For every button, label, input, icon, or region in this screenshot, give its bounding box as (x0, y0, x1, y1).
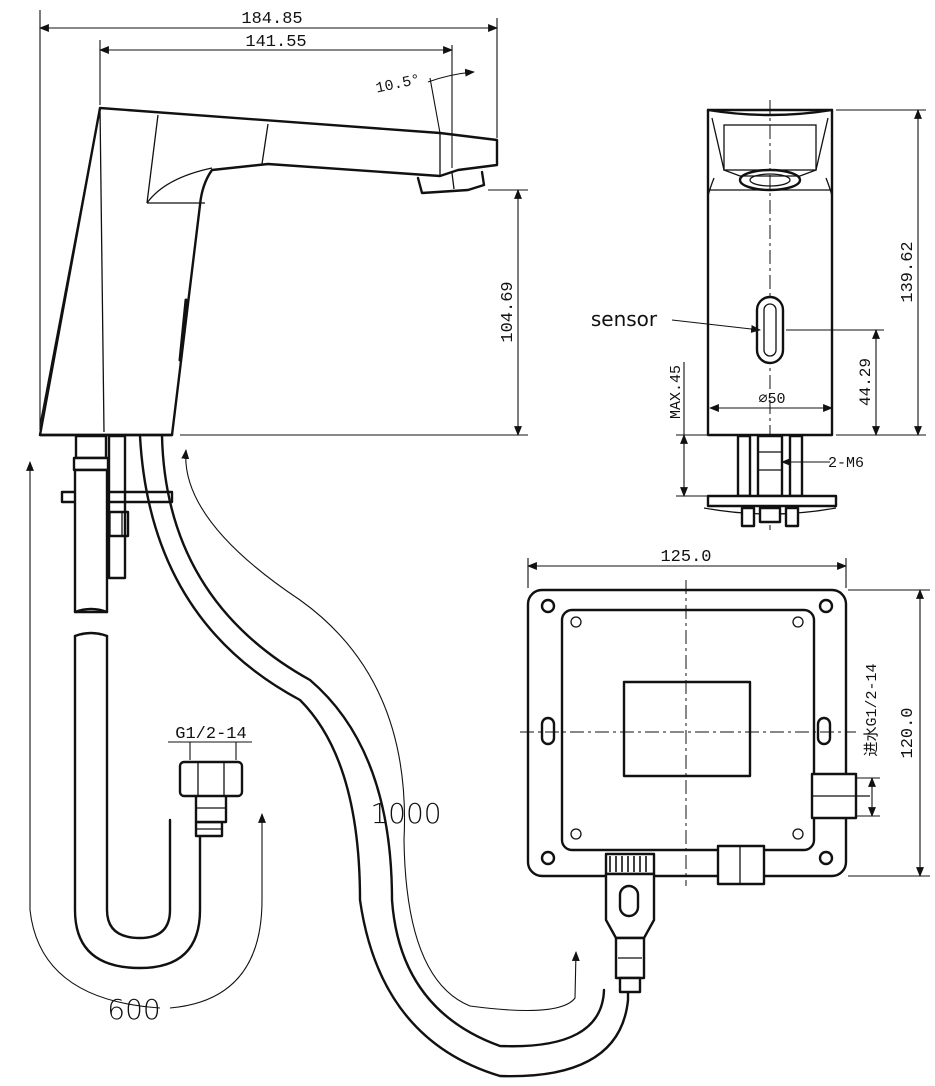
sensor-label: sensor (591, 307, 658, 331)
overall-reach-label: 184.85 (241, 10, 302, 29)
control-box (520, 558, 930, 994)
total-height-label: 139.62 (899, 241, 918, 302)
faucet-front-view (671, 100, 926, 530)
cable-length-label: 1000 (370, 797, 441, 830)
box-inlet-thread-label: 进水G1/2-14 (863, 663, 881, 756)
box-height-label: 120.0 (899, 707, 918, 758)
hose-thread-label: G1/2-14 (175, 725, 246, 744)
sensor-cable (138, 434, 630, 1078)
box-width-label: 125.0 (660, 548, 711, 567)
sensor-height-label: 44.29 (857, 358, 875, 406)
faucet-side-view (38, 106, 499, 437)
spout-reach-label: 141.55 (245, 33, 306, 52)
reach-dimensions (39, 10, 528, 436)
mounting-bolts-label: 2-M6 (828, 455, 864, 472)
outlet-height-label: 104.69 (499, 281, 518, 342)
faucet-fittings (60, 434, 174, 638)
body-diameter-label: ⌀50 (758, 391, 785, 408)
max-deck-label: MAX.45 (668, 365, 685, 419)
hose-length-label: 600 (107, 993, 160, 1026)
spout-angle-label: 10.5° (374, 71, 422, 97)
